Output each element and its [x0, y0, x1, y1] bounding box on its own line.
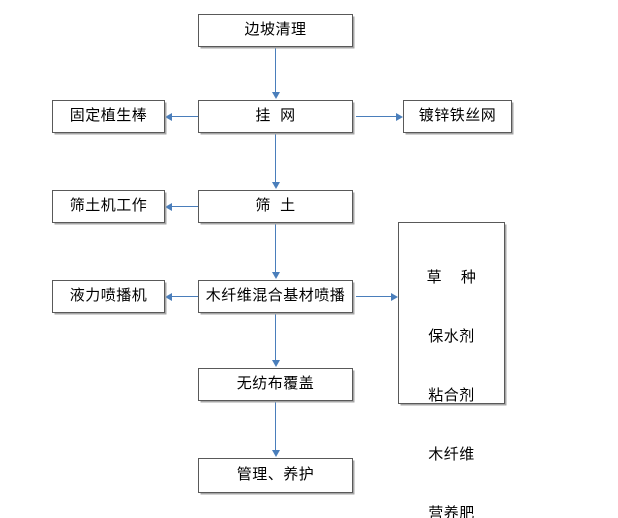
arrowhead-hanging-net-to-fixed-planting-rod: [165, 112, 172, 121]
connector-soil-sieving-to-substrate-spraying: [275, 223, 276, 273]
node-hydraulic-sprayer[interactable]: 液力喷播机: [52, 280, 165, 313]
connector-hanging-net-to-soil-sieving: [275, 133, 276, 183]
node-fixed-planting-rod[interactable]: 固定植生棒: [52, 100, 165, 133]
connector-nonwoven-cover-to-management-maintenance: [275, 401, 276, 451]
arrowhead-substrate-spraying-to-materials: [391, 292, 398, 301]
arrowhead-substrate-spraying-to-hydraulic-sprayer: [165, 292, 172, 301]
arrowhead-hanging-net-to-soil-sieving: [271, 182, 280, 189]
materials-item-2: 粘合剂: [428, 386, 475, 404]
connector-hanging-net-to-galvanized-wire-mesh: [356, 116, 396, 117]
connector-substrate-spraying-to-materials: [356, 296, 391, 297]
node-galvanized-wire-mesh[interactable]: 镀锌铁丝网: [403, 100, 512, 133]
connector-substrate-spraying-to-hydraulic-sprayer: [172, 296, 198, 297]
materials-item-1: 保水剂: [428, 327, 475, 345]
connector-substrate-spraying-to-nonwoven-cover: [275, 313, 276, 361]
arrowhead-slope-cleaning-to-hanging-net: [271, 92, 280, 99]
node-nonwoven-cover[interactable]: 无纺布覆盖: [198, 368, 353, 401]
arrowhead-soil-sieving-to-soil-sieving-machine: [165, 202, 172, 211]
connector-soil-sieving-to-soil-sieving-machine: [172, 206, 198, 207]
connector-hanging-net-to-fixed-planting-rod: [172, 116, 198, 117]
arrowhead-nonwoven-cover-to-management-maintenance: [271, 450, 280, 457]
arrowhead-soil-sieving-to-substrate-spraying: [271, 272, 280, 279]
node-management-maintenance[interactable]: 管理、养护: [198, 458, 353, 493]
node-slope-cleaning[interactable]: 边坡清理: [198, 14, 353, 47]
node-soil-sieving-machine[interactable]: 筛土机工作: [52, 190, 165, 223]
node-materials-list[interactable]: 草 种 保水剂 粘合剂 木纤维 营养肥 复合肥 有机肥 营养液: [398, 222, 505, 518]
arrowhead-hanging-net-to-galvanized-wire-mesh: [396, 112, 403, 121]
node-soil-sieving[interactable]: 筛 土: [198, 190, 353, 223]
node-substrate-spraying[interactable]: 木纤维混合基材喷播: [198, 280, 353, 313]
materials-item-0: 草 种: [426, 268, 477, 286]
materials-item-3: 木纤维: [428, 445, 475, 463]
node-hanging-net[interactable]: 挂 网: [198, 100, 353, 133]
arrowhead-substrate-spraying-to-nonwoven-cover: [271, 360, 280, 367]
connector-slope-cleaning-to-hanging-net: [275, 47, 276, 93]
materials-item-4: 营养肥: [428, 504, 475, 518]
